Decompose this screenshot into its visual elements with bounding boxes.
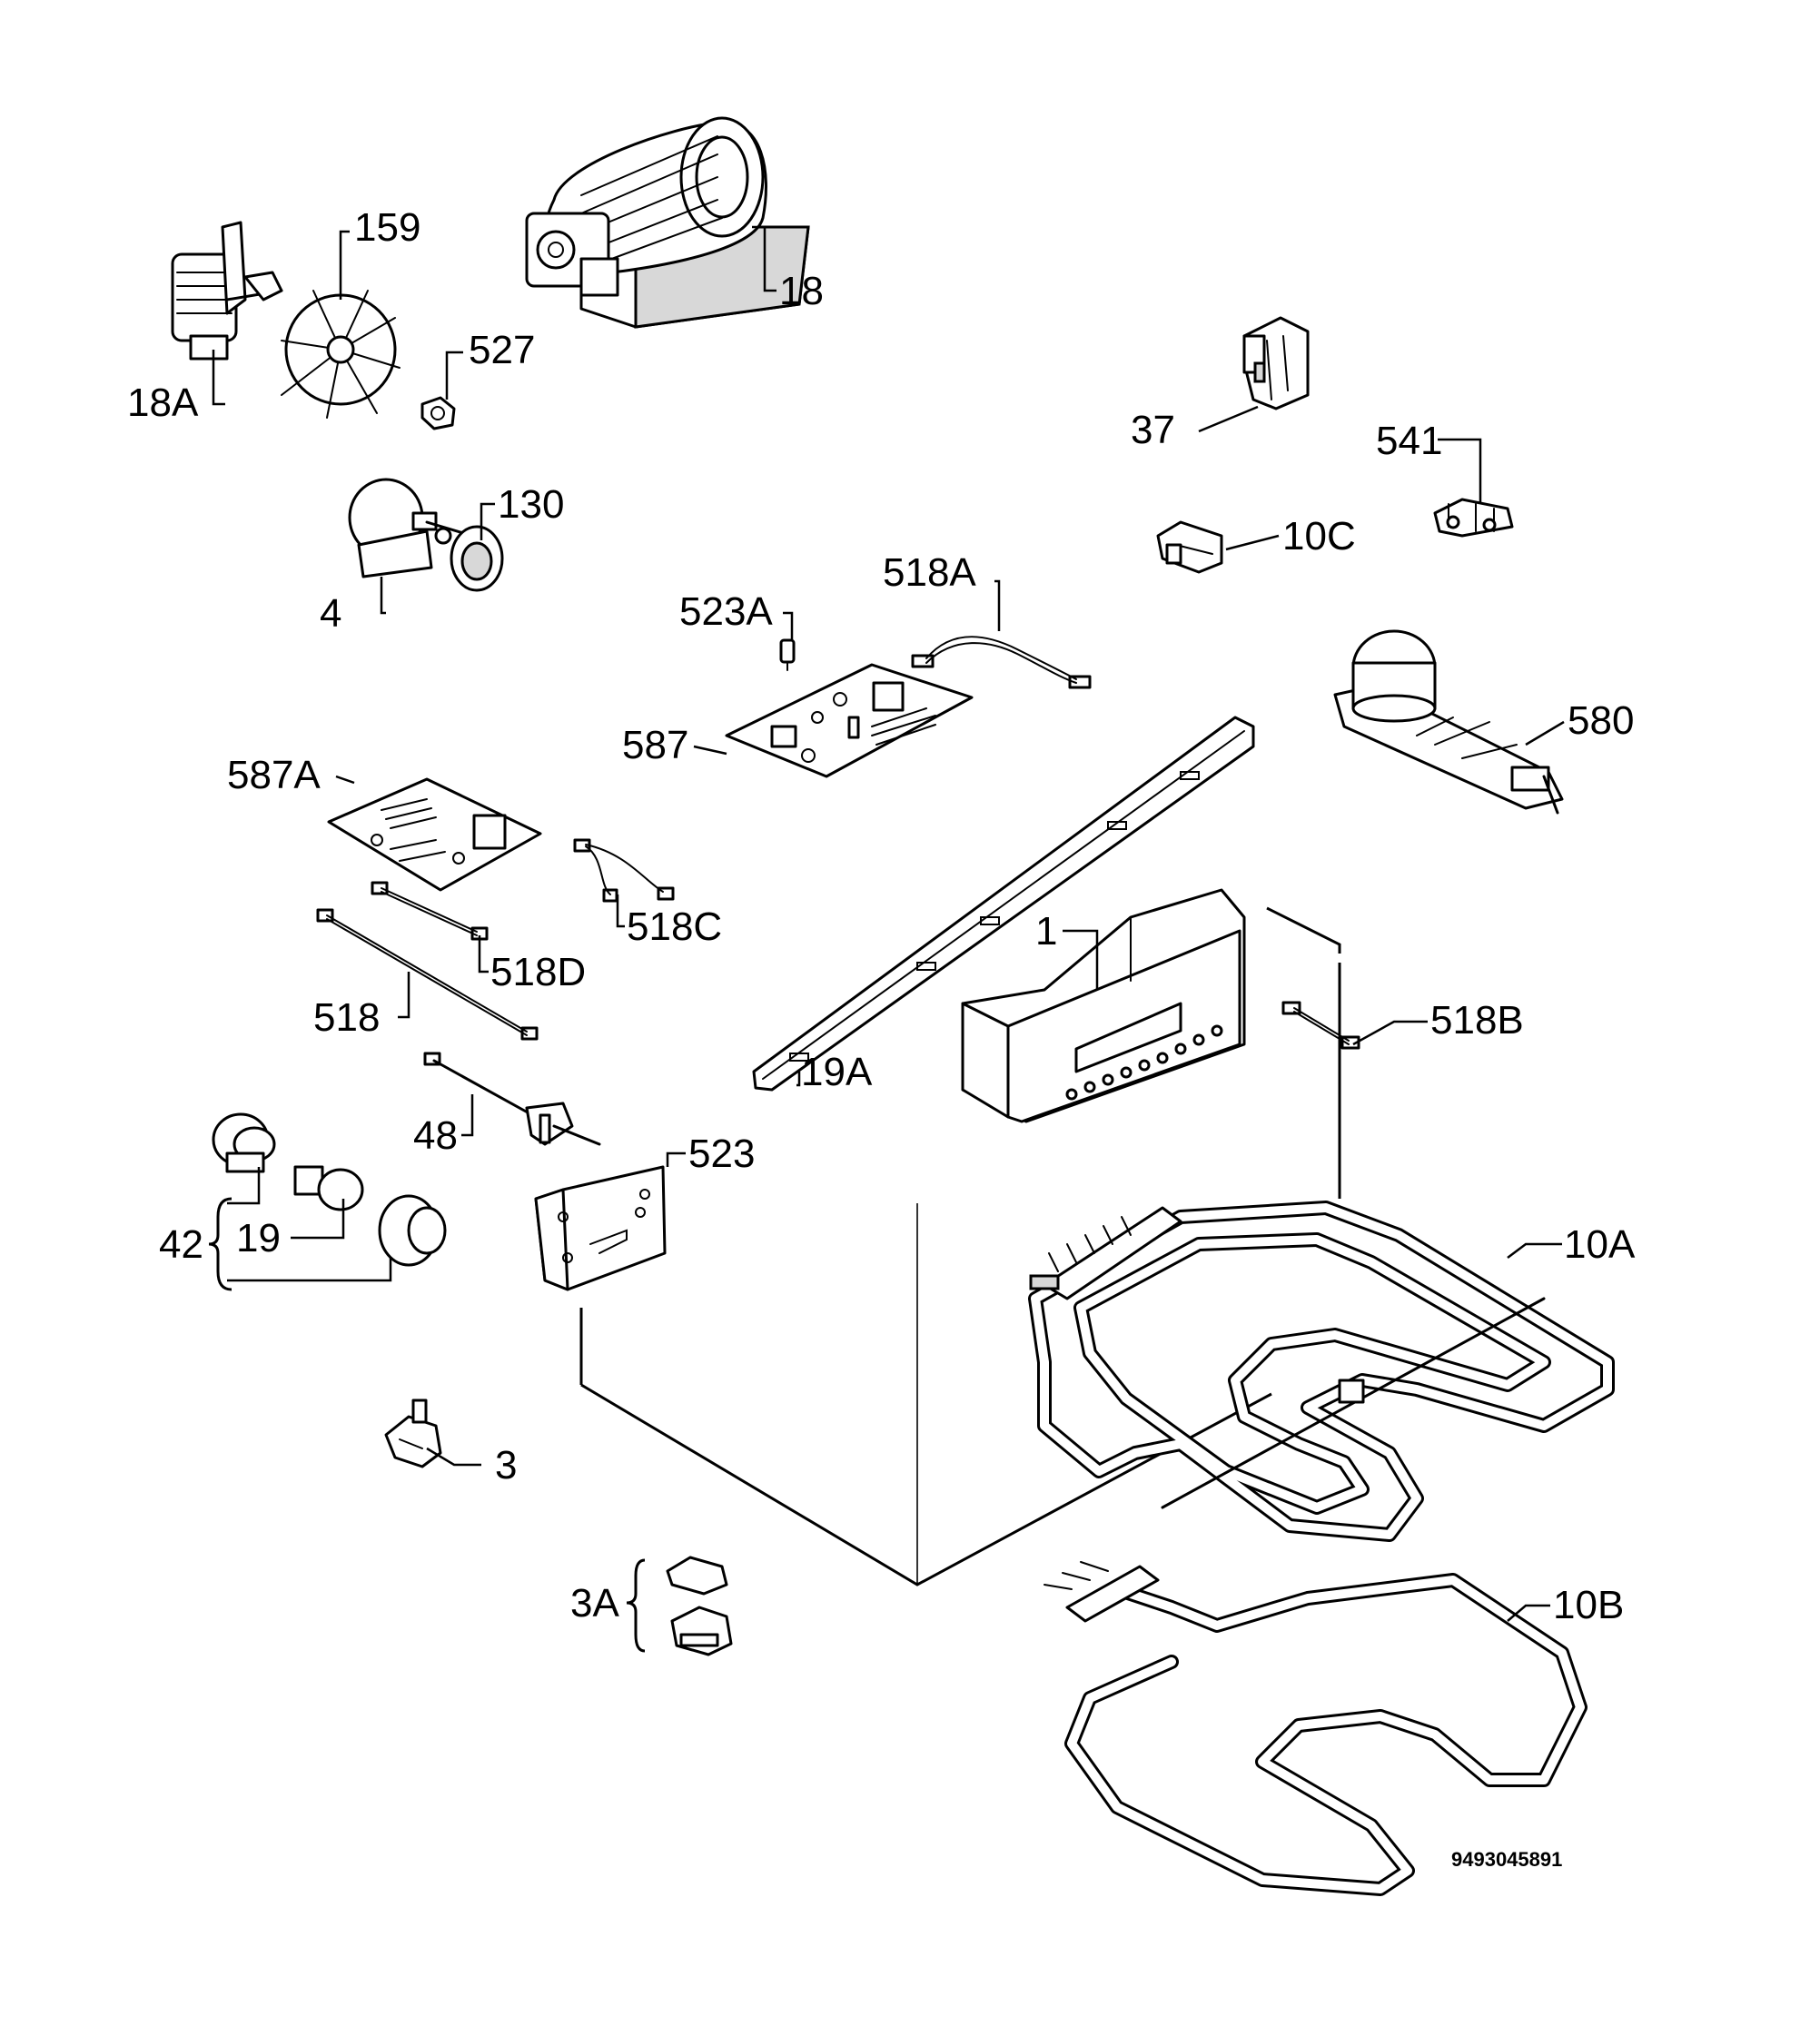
probe-part-48 [423,1052,601,1146]
leader-lines [212,225,1565,1622]
label-523: 523 [688,1132,755,1176]
motor-part-4 [348,478,474,578]
label-42: 42 [159,1222,203,1267]
switch-part-541 [1433,498,1514,538]
cable-part-518d [371,881,489,941]
fan-impeller-part-159 [281,290,401,419]
label-18a: 18A [127,381,199,425]
label-518b: 518B [1430,998,1524,1043]
door-lock-part-580 [1333,629,1564,815]
label-10c: 10C [1282,514,1356,558]
lamp-assembly-part-42 [212,1112,447,1267]
label-541: 541 [1376,419,1442,463]
label-580: 580 [1568,698,1634,743]
label-1: 1 [1035,909,1057,954]
label-587: 587 [622,723,688,767]
thermostat-part-3a [666,1556,733,1656]
label-48: 48 [413,1113,458,1158]
thermostat-part-3 [384,1399,442,1468]
label-518c: 518C [627,904,722,949]
bracket-part-10c [1156,520,1223,574]
control-display-part-1 [961,888,1246,1123]
label-130: 130 [498,482,564,527]
rail-part-19a [752,716,1255,1092]
oven-cavity-frame [579,906,1341,1586]
group-braces [208,1197,646,1653]
terminal-block-part-37 [1242,316,1310,410]
label-587a: 587A [227,753,321,797]
label-3a: 3A [570,1581,619,1626]
cable-part-518a [911,636,1092,689]
label-10b: 10B [1553,1583,1624,1627]
grill-element-part-10a [1028,1201,1615,1542]
label-10a: 10A [1564,1222,1636,1267]
circuit-board-part-587 [725,663,974,778]
cable-part-518c [573,838,675,903]
document-code: 9493045891 [1451,1848,1562,1871]
bracket-part-523 [534,1165,667,1291]
part-labels: 18 18A 159 527 130 4 37 541 10C 523A 518… [127,205,1636,1871]
connector-part-523a [779,638,796,671]
label-518: 518 [313,995,380,1040]
tangential-fan-part-18 [525,116,810,329]
grommet-part-130 [450,525,504,592]
cable-part-518 [316,908,539,1041]
label-18: 18 [779,269,824,313]
circuit-board-part-587a [327,777,542,892]
label-3: 3 [495,1443,517,1487]
nut-part-527 [420,396,456,430]
label-19a: 19A [801,1050,873,1094]
label-527: 527 [469,328,535,372]
bottom-element-part-10b [1044,1561,1588,1896]
cable-part-518b [1281,1001,1360,1050]
label-518d: 518D [490,950,586,994]
label-19: 19 [236,1216,281,1260]
fan-motor-part-18a [171,221,283,361]
label-37: 37 [1131,408,1175,452]
label-523a: 523A [679,589,773,634]
label-159: 159 [354,205,420,250]
label-518a: 518A [883,550,976,595]
label-4: 4 [320,591,341,636]
